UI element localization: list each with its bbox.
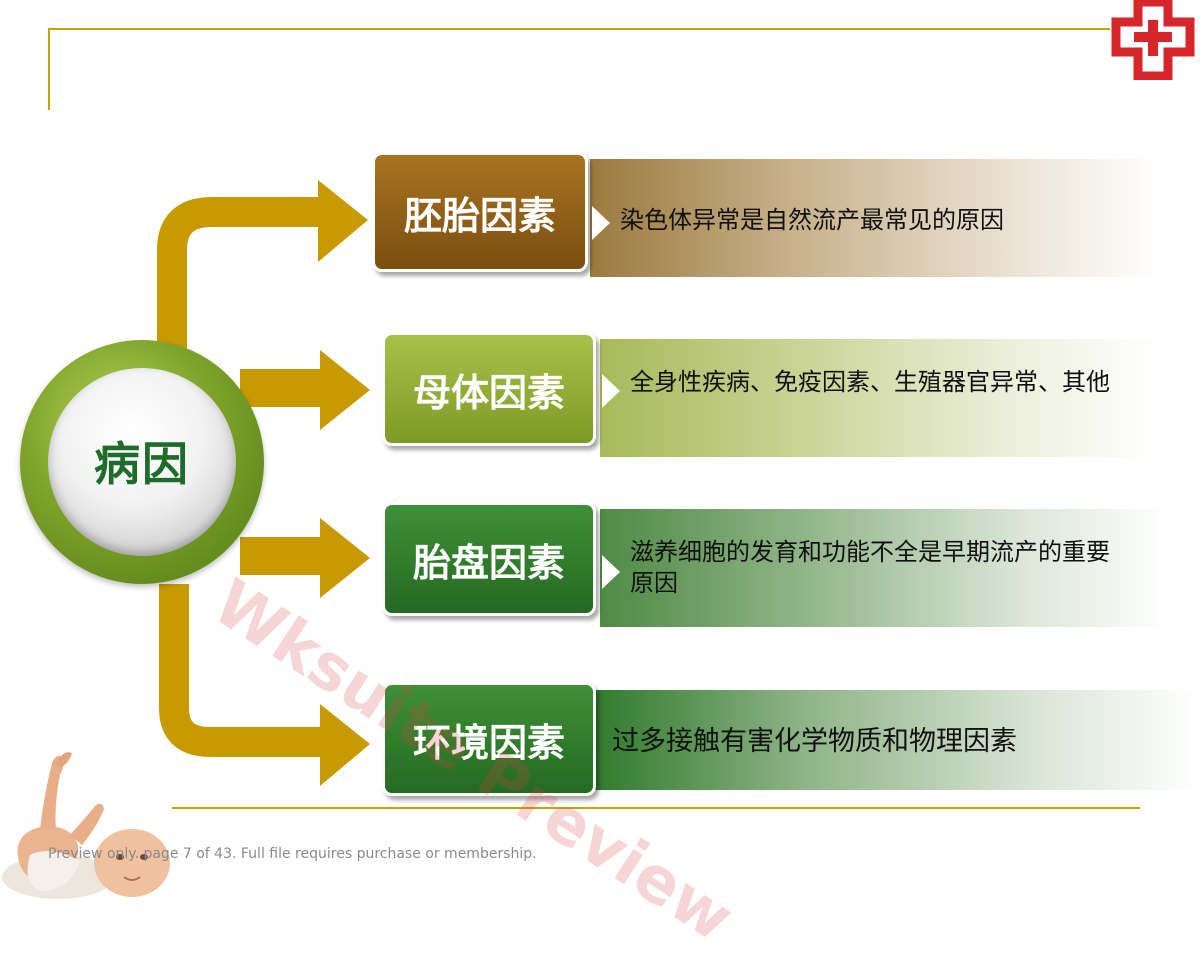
root-label: 病因: [94, 437, 190, 491]
pointer-placenta: [602, 555, 620, 589]
factor-description: 全身性疾病、免疫因素、生殖器官异常、其他: [630, 368, 1110, 396]
pointer-embryo: [592, 206, 610, 240]
factor-label: 母体因素: [412, 370, 565, 415]
arrow-head-maternal: [320, 350, 370, 430]
factor-label: 胚胎因素: [403, 193, 556, 238]
root-node-inner: 病因: [48, 368, 236, 556]
left-rule: [48, 28, 50, 110]
arrow-head-environment: [320, 704, 370, 786]
band-maternal: 全身性疾病、免疫因素、生殖器官异常、其他: [600, 339, 1160, 457]
factor-box-placenta: 胎盘因素: [382, 502, 596, 616]
factor-box-environment: 环境因素: [382, 682, 596, 796]
top-rule: [50, 28, 1110, 30]
branch-connector: [157, 180, 370, 786]
factor-label: 胎盘因素: [412, 540, 565, 585]
factor-box-maternal: 母体因素: [382, 332, 596, 446]
band-embryo: 染色体异常是自然流产最常见的原因: [590, 159, 1160, 277]
baby-illustration: [2, 752, 170, 899]
root-node: 病因: [20, 340, 264, 584]
band-placenta: 滋养细胞的发育和功能不全是早期流产的重要原因: [600, 509, 1170, 627]
factor-description: 染色体异常是自然流产最常见的原因: [620, 206, 1004, 234]
factor-description: 滋养细胞的发育和功能不全是早期流产的重要原因: [630, 538, 1110, 597]
hospital-cross-icon: [1111, 0, 1195, 80]
preview-note: Preview only. page 7 of 43. Full file re…: [48, 846, 537, 862]
factor-box-embryo: 胚胎因素: [372, 152, 588, 272]
arrow-head-placenta: [320, 518, 370, 598]
factor-description: 过多接触有害化学物质和物理因素: [612, 726, 1017, 757]
arrow-head-embryo: [318, 180, 368, 262]
factor-label: 环境因素: [412, 720, 565, 765]
bottom-rule: [172, 807, 1140, 809]
band-environment: 过多接触有害化学物质和物理因素: [592, 690, 1200, 790]
pointer-maternal: [602, 374, 620, 408]
